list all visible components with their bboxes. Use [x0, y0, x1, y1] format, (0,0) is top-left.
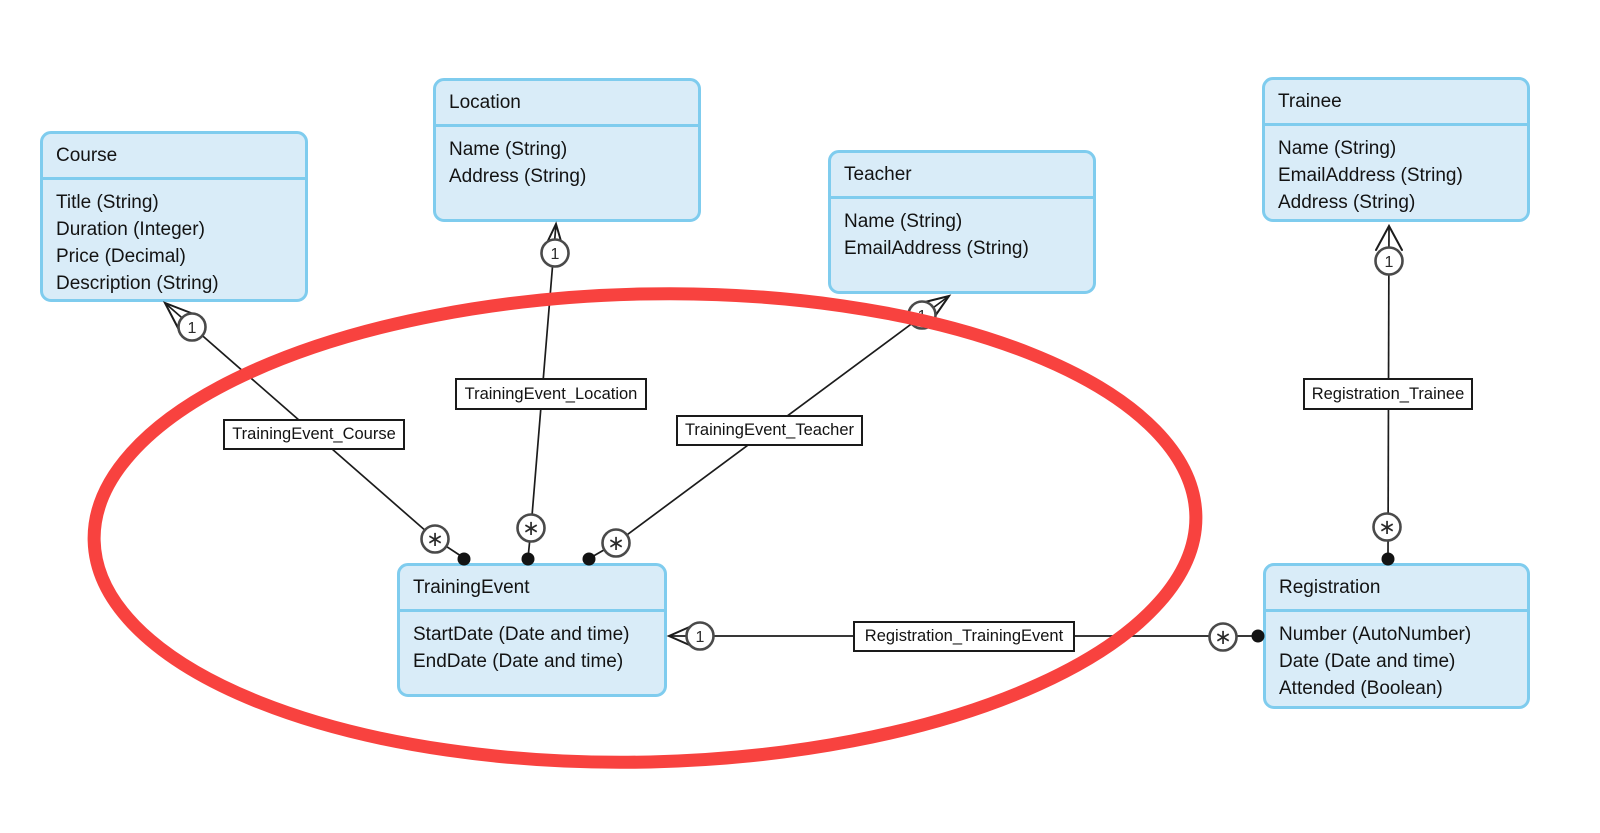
entity-registration: Registration Number (AutoNumber) Date (D… [1263, 563, 1530, 709]
svg-text:1: 1 [551, 246, 560, 263]
entity-location-attributes: Name (String) Address (String) [436, 127, 698, 190]
entity-course-title: Course [43, 134, 305, 180]
relationship-label-registration-trainingevent: Registration_TrainingEvent [853, 621, 1075, 652]
connection-dot [521, 552, 535, 566]
attribute: Attended (Boolean) [1279, 678, 1443, 699]
many-multiplicity-badge: ∗ [516, 513, 546, 543]
many-multiplicity-badge: ∗ [420, 524, 450, 554]
attribute: Address (String) [1278, 192, 1416, 213]
connection-dot [457, 552, 471, 566]
one-multiplicity-badge: 1 [907, 300, 937, 330]
attribute: Title (String) [56, 192, 159, 213]
attribute: EmailAddress (String) [844, 238, 1029, 259]
attribute: Name (String) [1278, 138, 1397, 159]
entity-teacher: Teacher Name (String) EmailAddress (Stri… [828, 150, 1096, 294]
entity-teacher-attributes: Name (String) EmailAddress (String) [831, 199, 1093, 262]
svg-text:1: 1 [188, 320, 197, 337]
one-multiplicity-badge: 1 [540, 238, 570, 268]
attribute: Number (AutoNumber) [1279, 624, 1472, 645]
attribute: Duration (Integer) [56, 219, 205, 240]
connection-dot [1381, 552, 1395, 566]
entity-registration-title: Registration [1266, 566, 1527, 612]
entity-teacher-title: Teacher [831, 153, 1093, 199]
relationship-label-trainingevent-location: TrainingEvent_Location [455, 378, 647, 410]
many-multiplicity-badge: ∗ [1372, 512, 1402, 542]
connection-dot [582, 552, 596, 566]
attribute: Name (String) [844, 211, 963, 232]
svg-text:∗: ∗ [1378, 516, 1396, 539]
entity-registration-attributes: Number (AutoNumber) Date (Date and time)… [1266, 612, 1527, 702]
entity-location: Location Name (String) Address (String) [433, 78, 701, 222]
many-multiplicity-badge: ∗ [1208, 622, 1238, 652]
svg-text:∗: ∗ [607, 532, 625, 555]
svg-text:∗: ∗ [522, 517, 540, 540]
svg-text:1: 1 [918, 308, 927, 325]
entity-trainee: Trainee Name (String) EmailAddress (Stri… [1262, 77, 1530, 222]
attribute: Address (String) [449, 166, 587, 187]
relationship-label-registration-trainee: Registration_Trainee [1303, 378, 1473, 410]
one-multiplicity-badge: 1 [177, 312, 207, 342]
many-multiplicity-badge: ∗ [601, 528, 631, 558]
svg-text:∗: ∗ [1214, 626, 1232, 649]
relationship-label-trainingevent-course: TrainingEvent_Course [223, 419, 405, 450]
attribute: Name (String) [449, 139, 568, 160]
svg-text:1: 1 [1385, 254, 1394, 271]
relationship-label-trainingevent-teacher: TrainingEvent_Teacher [676, 415, 863, 446]
one-multiplicity-badge: 1 [1374, 246, 1404, 276]
connection-dot [1251, 629, 1265, 643]
attribute: Date (Date and time) [1279, 651, 1456, 672]
entity-location-title: Location [436, 81, 698, 127]
svg-text:∗: ∗ [426, 528, 444, 551]
entity-trainee-title: Trainee [1265, 80, 1527, 126]
svg-text:1: 1 [696, 629, 705, 646]
one-multiplicity-badge: 1 [685, 621, 715, 651]
attribute: EmailAddress (String) [1278, 165, 1463, 186]
entity-trainee-attributes: Name (String) EmailAddress (String) Addr… [1265, 126, 1527, 216]
arrowhead-to-trainee [1375, 223, 1403, 251]
attribute: Price (Decimal) [56, 246, 186, 267]
